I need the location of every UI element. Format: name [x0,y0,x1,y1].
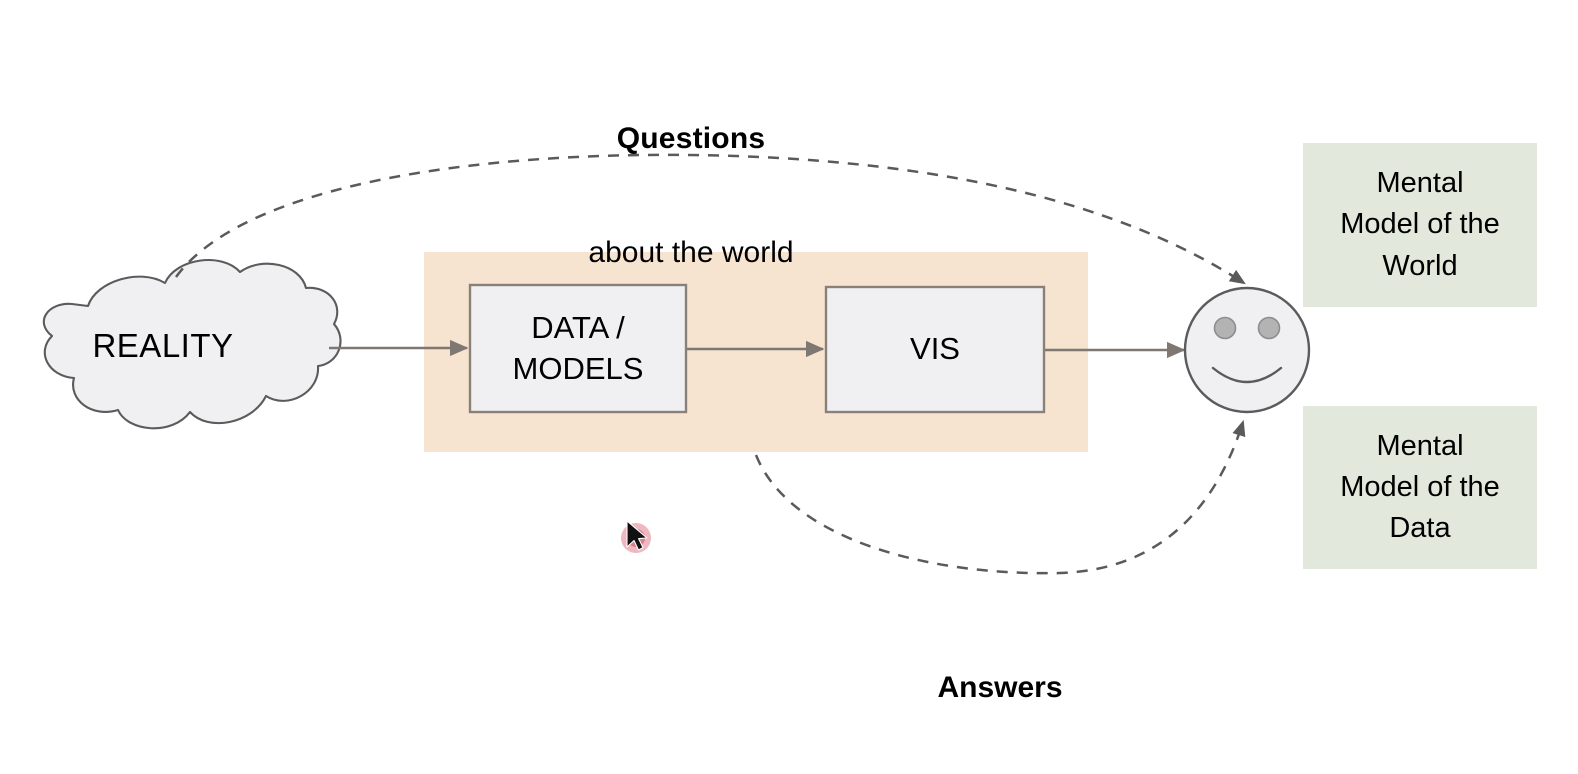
face-eye-left [1213,316,1237,340]
cloud-icon [42,259,342,430]
caption-answers-line1: Answers [937,671,1063,705]
smiley-face-icon [1183,286,1311,414]
arc-answers [754,419,1246,575]
node-vis[interactable] [824,285,1046,414]
mental-model-world-label: Mental Model of the World [1340,167,1500,282]
caption-answers: Answers + (New/Better Questions) [700,602,1300,774]
node-data-models[interactable] [468,283,688,414]
mental-model-data-label: Mental Model of the Data [1340,429,1500,545]
caption-questions: Questions about the world [489,50,893,341]
mental-model-data-box[interactable]: Mental Model of the Data [1303,406,1537,569]
face-smile [1211,366,1283,384]
mental-model-world-box[interactable]: Mental Model of the World [1303,143,1537,307]
node-vis-label: VIS [910,331,960,367]
caption-questions-line2: about the world [588,235,794,269]
node-data-models-label: DATA / MODELS [512,309,644,386]
node-reality-label: REALITY [92,327,234,364]
face-eye-right [1257,316,1281,340]
caption-questions-line1: Questions [616,121,766,155]
